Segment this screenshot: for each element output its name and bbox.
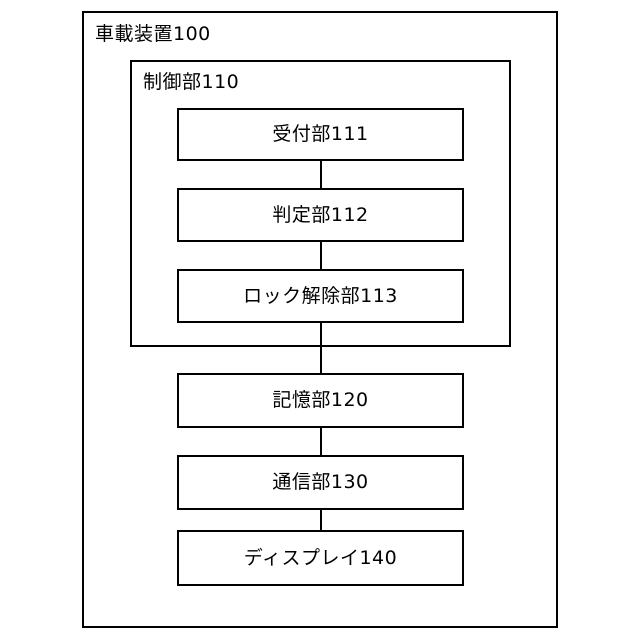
connector-112-113	[320, 240, 322, 271]
unit-box-determination: 判定部112	[177, 188, 464, 242]
unit-box-storage: 記憶部120	[177, 373, 464, 428]
connector-130-140	[320, 508, 322, 532]
control-unit-label: 制御部110	[143, 71, 240, 93]
unit-box-communication: 通信部130	[177, 455, 464, 510]
unit-box-label: 判定部112	[272, 203, 369, 226]
unit-box-label: ディスプレイ140	[243, 546, 398, 569]
unit-box-label: 通信部130	[272, 471, 369, 493]
unit-box-label: 記憶部120	[272, 389, 369, 411]
unit-box-label: ロック解除部113	[243, 284, 398, 307]
unit-box-reception: 受付部111	[177, 108, 464, 161]
unit-box-label: 受付部111	[272, 123, 369, 145]
connector-111-112	[320, 159, 322, 190]
connector-120-130	[320, 426, 322, 457]
connector-113-120	[320, 321, 322, 375]
unit-box-display: ディスプレイ140	[177, 530, 464, 586]
outer-frame-label: 車載装置100	[95, 23, 211, 45]
unit-box-lock-release: ロック解除部113	[177, 269, 464, 323]
